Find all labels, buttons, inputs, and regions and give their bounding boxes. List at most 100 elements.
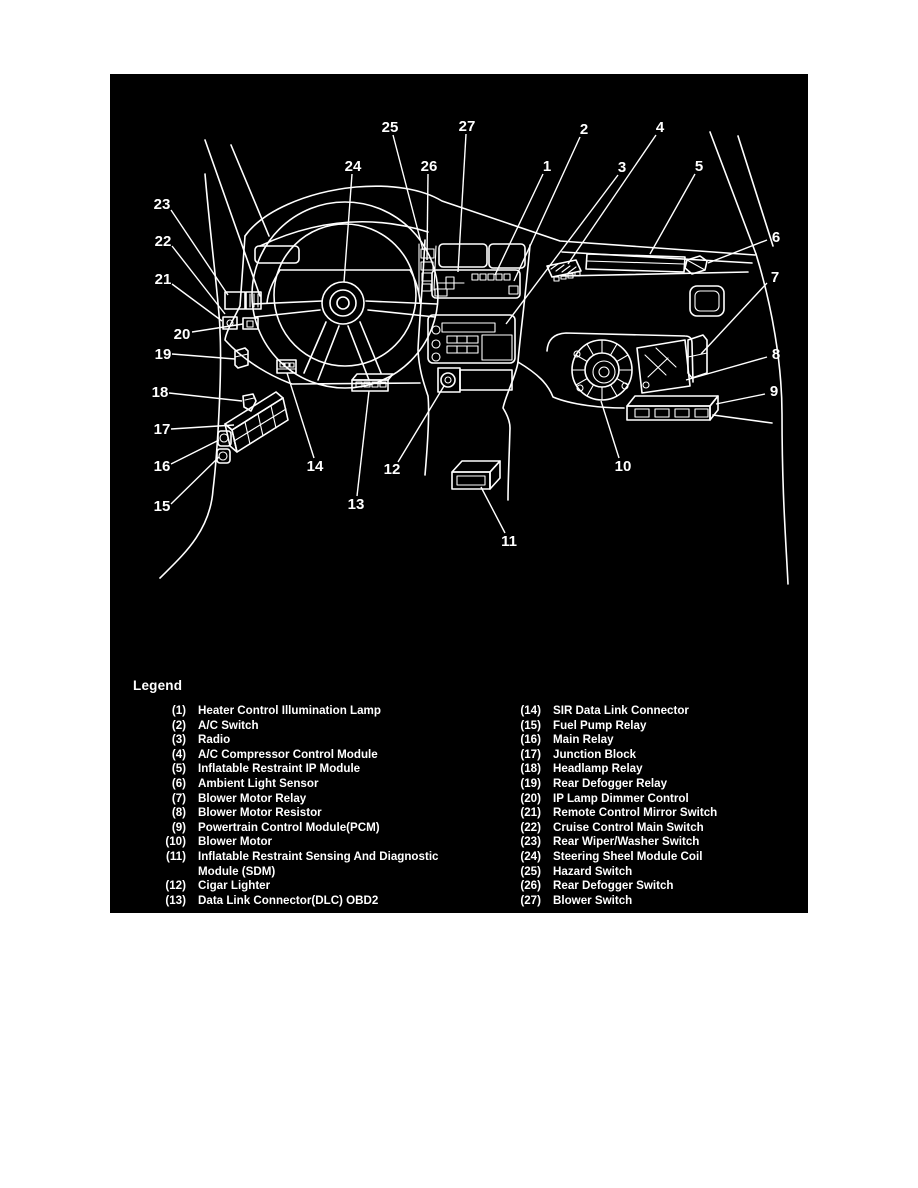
main-relay: [217, 430, 232, 447]
instrument-cluster: [266, 269, 421, 304]
callout-number-11: 11: [501, 533, 517, 550]
callout-leader-16: [170, 439, 220, 465]
callout-leader-5: [649, 173, 696, 255]
legend-item-label: Inflatable Restraint Sensing And Diagnos…: [186, 850, 484, 879]
callout-number-13: 13: [348, 496, 365, 513]
legend-item-number: (26): [520, 879, 541, 893]
left-relays: [216, 347, 257, 464]
legend-item-label: Junction Block: [553, 747, 637, 761]
legend-item: (23) Rear Wiper/Washer Switch: [493, 835, 805, 850]
legend-item-number: (8): [171, 806, 186, 820]
legend-item-label: Steering Sheel Module Coil: [553, 849, 703, 863]
legend-item-number: (17): [520, 747, 541, 761]
callout-leader-21: [171, 283, 223, 322]
callout-leader-10: [600, 400, 620, 459]
legend-item-label: SIR Data Link Connector: [553, 704, 689, 717]
legend-item-number: (20): [520, 791, 541, 805]
legend-item-label: Rear Wiper/Washer Switch: [553, 835, 700, 849]
legend-item: (26)Rear Defogger Switch: [493, 879, 805, 894]
legend-item-number: (12): [165, 879, 186, 893]
legend-item-label: Blower Motor Relay: [198, 791, 307, 805]
legend-item-number: (6): [171, 776, 186, 790]
callout-number-25: 25: [382, 119, 399, 136]
callout-leader-18: [168, 392, 243, 402]
legend-item: (16) Main Relay: [493, 733, 805, 748]
callout-number-1: 1: [543, 158, 551, 175]
left-dash-vent: [254, 245, 300, 264]
callout-leader-2: [513, 136, 581, 282]
callout-leader-26: [426, 173, 429, 261]
legend-item: (19)Rear Defogger Relay: [493, 777, 805, 792]
callout-leader-7: [700, 282, 768, 355]
callout-number-17: 17: [154, 421, 171, 438]
legend-item-label: Inflatable Restraint IP Module: [198, 762, 361, 776]
callout-leader-4: [567, 134, 657, 265]
legend-item-label: Data Link Connector(DLC) OBD2: [198, 893, 379, 907]
legend-item: (14) SIR Data Link Connector: [493, 704, 805, 719]
legend-item-label: Cruise Control Main Switch: [553, 820, 704, 834]
callout-layer: 1234567891011121314151617181920212223242…: [152, 118, 781, 550]
legend-title: Legend: [133, 678, 183, 693]
callout-number-3: 3: [618, 159, 626, 176]
legend-item-number: (5): [171, 762, 186, 776]
center-stack: [427, 243, 526, 393]
rear-defogger-relay: [234, 347, 249, 369]
legend-item: (22)Cruise Control Main Switch: [493, 821, 805, 836]
legend-item-number: (11): [166, 849, 186, 863]
legend-item-number: (13): [165, 893, 186, 907]
legend-item-number: (3): [171, 733, 186, 747]
legend-item-label: Rear Defogger Relay: [553, 776, 668, 790]
legend-item-label: A/C Compressor Control Module: [198, 747, 378, 761]
callout-leader-8: [685, 356, 768, 381]
legend-item: (15) Fuel Pump Relay: [493, 719, 805, 734]
callout-number-14: 14: [307, 458, 324, 475]
legend-item: (4)A/C Compressor Control Module: [138, 748, 490, 763]
blower-motor-resistor-case: [636, 339, 691, 394]
legend-item-number: (27): [520, 893, 541, 907]
passenger-side: [546, 253, 725, 317]
callout-leader-19: [171, 353, 236, 360]
legend-item-label: Remote Control Mirror Switch: [553, 806, 718, 820]
legend-item-label: Fuel Pump Relay: [553, 718, 647, 732]
callout-leader-6: [707, 239, 768, 264]
callout-number-15: 15: [154, 498, 171, 515]
hazard-switch-strip: [418, 243, 437, 294]
legend-item-number: (14): [520, 704, 541, 717]
legend-item-label: IP Lamp Dimmer Control: [553, 791, 689, 805]
blower-motor-relay-part: [687, 334, 708, 379]
legend-item: (9)Powertrain Control Module(PCM): [138, 821, 490, 836]
legend-item: (17) Junction Block: [493, 748, 805, 763]
legend-item: (11)Inflatable Restraint Sensing And Dia…: [138, 850, 490, 879]
legend-column-2: (14) SIR Data Link Connector (15) Fuel Pump…: [493, 704, 805, 908]
legend-item-label: Hazard Switch: [553, 864, 633, 878]
data-link-connectors: [276, 359, 394, 392]
callout-number-5: 5: [695, 158, 703, 175]
fuel-pump-relay: [216, 448, 231, 464]
legend-item: (5) Inflatable Restraint IP Module: [138, 762, 490, 777]
callout-leader-22: [171, 245, 226, 315]
legend-item: (1)Heater Control Illumination Lamp: [138, 704, 490, 719]
callout-number-7: 7: [771, 269, 779, 286]
callout-number-20: 20: [174, 326, 191, 343]
legend-item-number: (2): [171, 718, 186, 732]
legend-item-number: (7): [171, 791, 186, 805]
legend-item-number: (16): [520, 733, 541, 747]
callout-number-22: 22: [155, 233, 172, 250]
legend-item-label: Blower Motor: [198, 835, 273, 849]
legend-item: (12)Cigar Lighter: [138, 879, 490, 894]
legend-item-label: Ambient Light Sensor: [198, 776, 319, 790]
legend-item-label: Main Relay: [553, 733, 614, 747]
callout-number-27: 27: [459, 118, 476, 135]
legend-item: (25)Hazard Switch: [493, 865, 805, 880]
legend-item-number: (24): [520, 849, 541, 863]
callout-number-26: 26: [421, 158, 438, 175]
legend-item: (27)Blower Switch: [493, 894, 805, 909]
dashboard-outline: [159, 131, 789, 585]
callout-leader-17: [170, 424, 235, 430]
legend-item-number: (9): [171, 820, 186, 834]
callout-leader-24: [343, 173, 353, 283]
legend-item-number: (23): [520, 835, 541, 849]
legend-item-number: (15): [520, 718, 541, 732]
